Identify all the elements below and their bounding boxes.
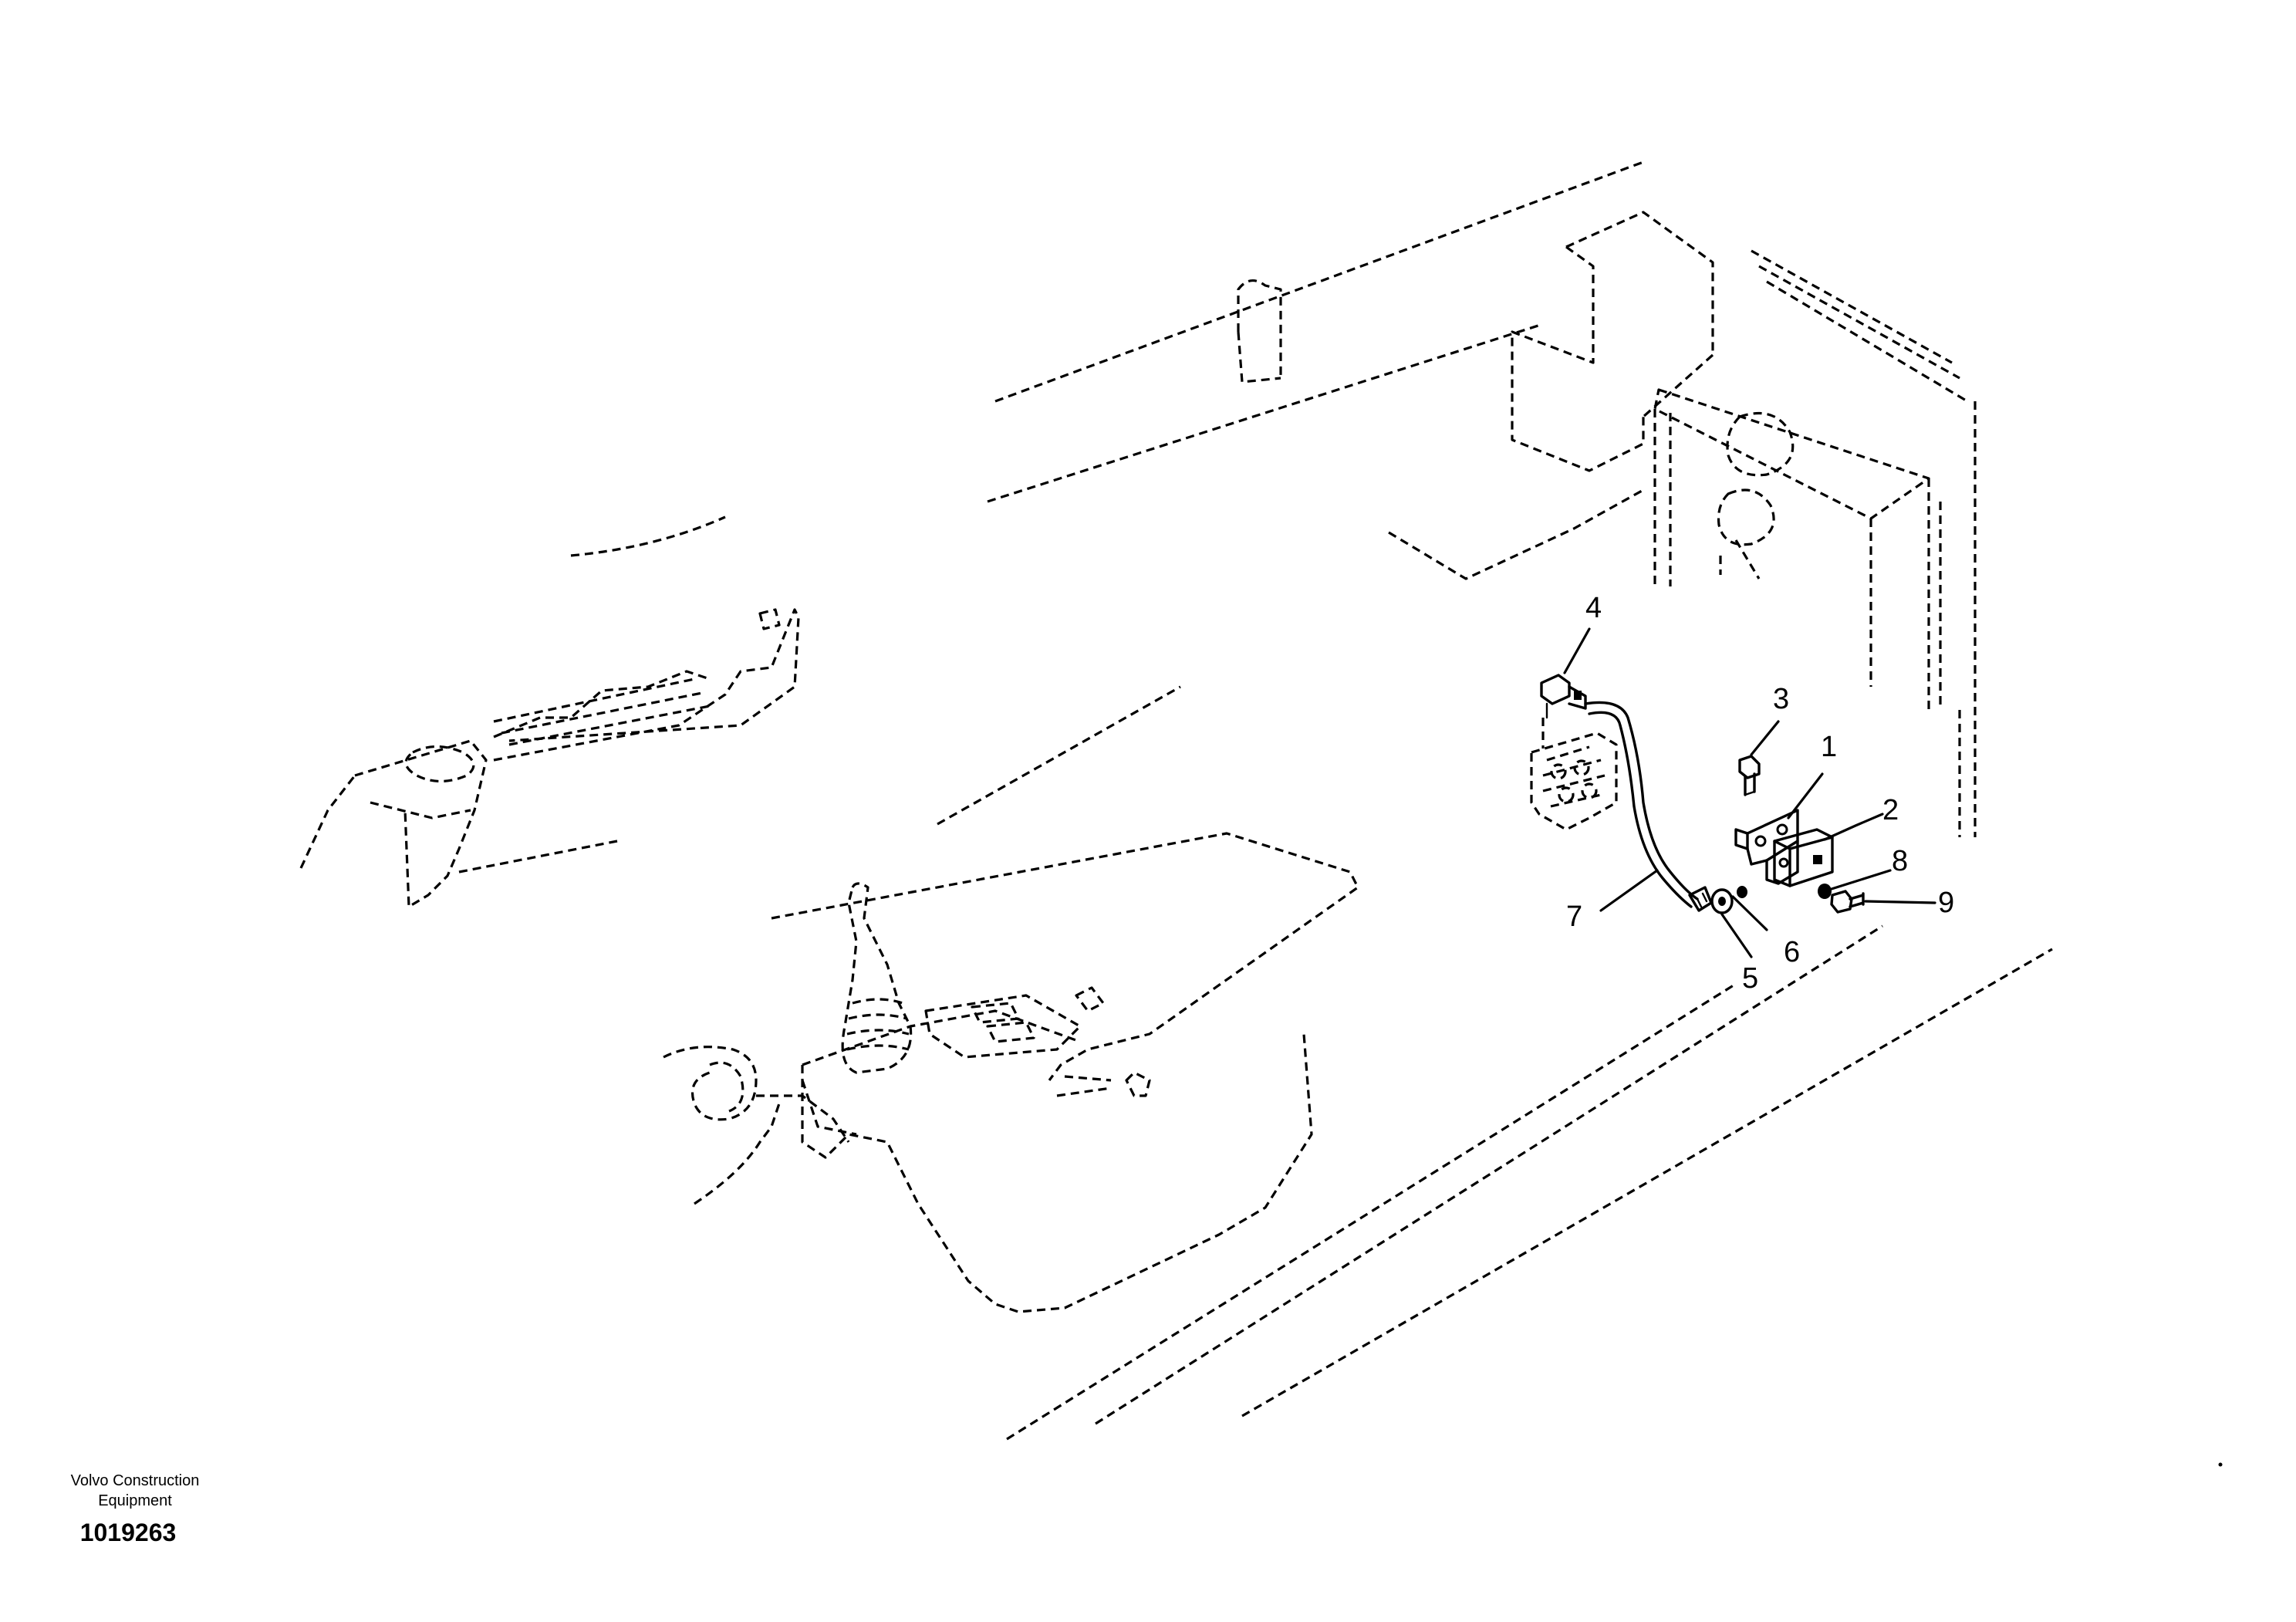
- callout-8: 8: [1892, 845, 1908, 877]
- callout-1: 1: [1821, 731, 1837, 763]
- switch-part-2: [1773, 828, 1834, 887]
- hose-part-7: [1584, 701, 1713, 912]
- fitting-part-4: [1540, 674, 1587, 719]
- stray-dot: [2218, 1462, 2223, 1467]
- drawing-number: 1019263: [79, 1519, 177, 1546]
- footer-block: Volvo Construction Equipment 1019263: [46, 1471, 224, 1548]
- company-name-line2: Equipment: [98, 1492, 172, 1509]
- callout-leaders: [1563, 627, 1936, 958]
- bolt-part-3: [1738, 755, 1761, 796]
- callout-2: 2: [1882, 794, 1899, 826]
- callout-4: 4: [1585, 592, 1602, 624]
- washer-part-8: [1818, 884, 1832, 899]
- callout-5: 5: [1742, 962, 1758, 995]
- valve-block: [1530, 718, 1618, 831]
- callout-7: 7: [1566, 901, 1582, 933]
- company-name-line1: Volvo Construction: [70, 1472, 200, 1489]
- callout-6: 6: [1784, 936, 1800, 968]
- callout-labels: 1 2 3 4 5 6 7 8 9: [1566, 592, 1954, 995]
- callout-9: 9: [1938, 887, 1954, 919]
- travel-pedal-assembly: [299, 608, 800, 908]
- cab-frame-outline: [570, 161, 2053, 1441]
- callout-3: 3: [1773, 683, 1789, 715]
- washer-part-5: [1710, 888, 1734, 914]
- bracket-part-1: [1734, 809, 1799, 885]
- screw-part-9: [1830, 890, 1865, 914]
- joystick-console: [663, 832, 1359, 1313]
- nut-part-6: [1737, 886, 1747, 898]
